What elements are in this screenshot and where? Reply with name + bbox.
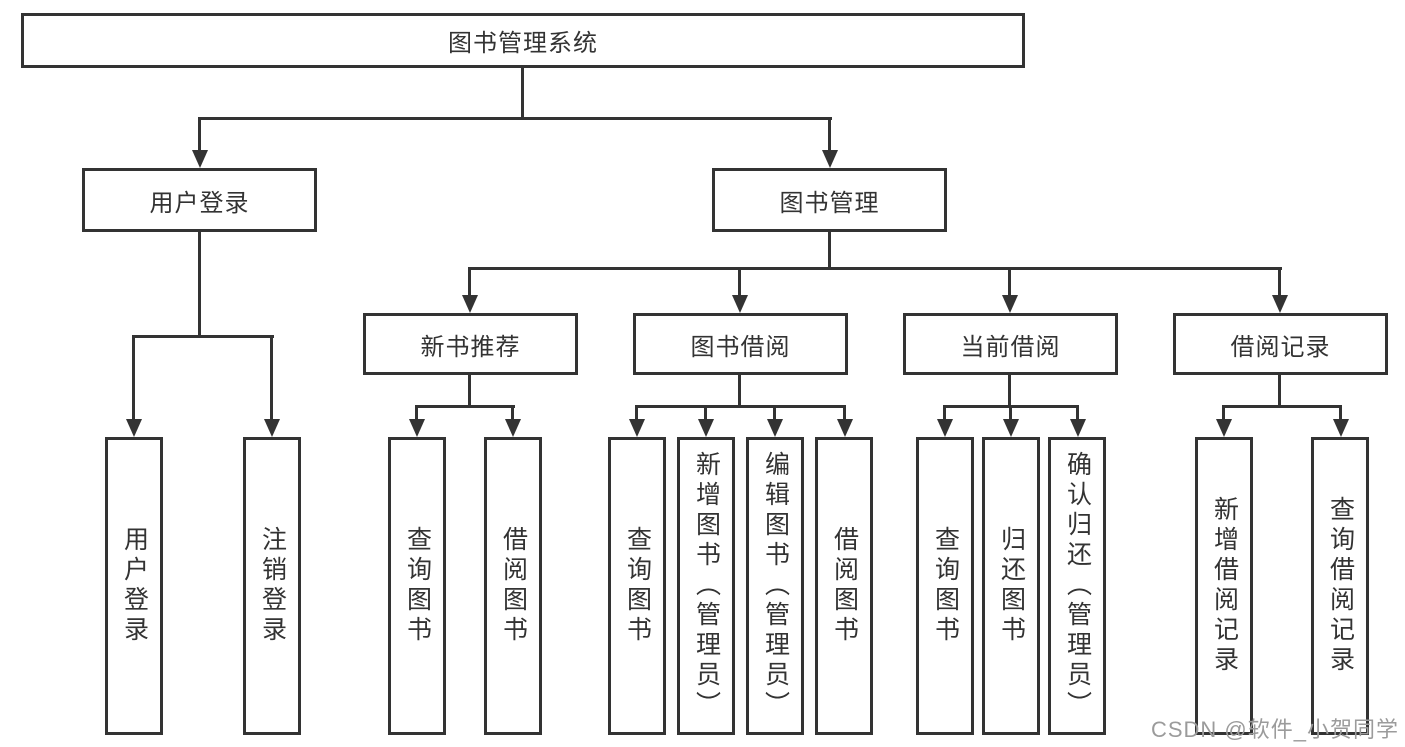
connector-line	[132, 335, 135, 421]
leaf-label: 查询图书	[931, 526, 960, 646]
connector-line	[415, 405, 418, 421]
arrowhead-down-icon	[837, 419, 853, 437]
arrowhead-down-icon	[1003, 419, 1019, 437]
arrowhead-down-icon	[1070, 419, 1086, 437]
arrowhead-down-icon	[698, 419, 714, 437]
leaf-label: 新增借阅记录	[1210, 496, 1239, 676]
leaf-confirm-return-admin: 确认归还（管理员）	[1048, 437, 1106, 735]
connector-line	[1076, 405, 1079, 421]
connector-line	[198, 117, 201, 152]
node-label: 图书借阅	[690, 333, 791, 361]
leaf-query-books: 查询图书	[608, 437, 666, 735]
watermark: CSDN @软件_小贺同学	[1150, 717, 1399, 742]
leaf-borrow-books: 借阅图书	[484, 437, 542, 735]
connector-line	[843, 405, 846, 421]
node-label: 图书管理系统	[448, 30, 598, 57]
connector-line	[635, 405, 638, 421]
leaf-add-books-admin: 新增图书（管理员）	[677, 437, 735, 735]
connector-line	[704, 405, 707, 421]
arrowhead-down-icon	[462, 295, 478, 313]
node-book-borrowing: 图书借阅	[633, 313, 848, 375]
arrowhead-down-icon	[767, 419, 783, 437]
arrowhead-down-icon	[822, 150, 838, 168]
connector-line	[738, 267, 741, 297]
connector-line	[270, 335, 273, 421]
connector-line	[521, 68, 524, 118]
connector-line	[738, 375, 741, 408]
leaf-label: 借阅图书	[830, 526, 859, 646]
node-label: 图书管理	[779, 189, 880, 217]
arrowhead-down-icon	[409, 419, 425, 437]
connector-line	[1008, 267, 1011, 297]
leaf-label: 确认归还（管理员）	[1063, 451, 1092, 721]
leaf-label: 查询借阅记录	[1326, 496, 1355, 676]
connector-line	[468, 267, 471, 297]
node-label: 当前借阅	[960, 333, 1061, 361]
leaf-edit-books-admin: 编辑图书（管理员）	[746, 437, 804, 735]
leaf-add-borrow-record: 新增借阅记录	[1195, 437, 1253, 735]
node-label: 用户登录	[149, 189, 250, 217]
connector-line	[635, 405, 846, 408]
arrowhead-down-icon	[192, 150, 208, 168]
arrowhead-down-icon	[732, 295, 748, 313]
leaf-label: 用户登录	[120, 526, 149, 646]
leaf-query-books: 查询图书	[916, 437, 974, 735]
leaf-label: 新增图书（管理员）	[692, 451, 721, 721]
leaf-return-books: 归还图书	[982, 437, 1040, 735]
connector-line	[828, 232, 831, 270]
connector-line	[1222, 405, 1342, 408]
leaf-label: 编辑图书（管理员）	[761, 451, 790, 721]
leaf-label: 查询图书	[403, 526, 432, 646]
node-current-borrowing: 当前借阅	[903, 313, 1118, 375]
leaf-query-borrow-record: 查询借阅记录	[1311, 437, 1369, 735]
leaf-label: 注销登录	[258, 526, 287, 646]
node-library-management-system: 图书管理系统	[21, 13, 1025, 68]
node-book-management: 图书管理	[712, 168, 947, 232]
connector-line	[1222, 405, 1225, 421]
node-label: 借阅记录	[1230, 333, 1331, 361]
arrowhead-down-icon	[505, 419, 521, 437]
connector-line	[828, 117, 831, 152]
node-label: 新书推荐	[420, 333, 521, 361]
leaf-user-login: 用户登录	[105, 437, 163, 735]
leaf-label: 借阅图书	[499, 526, 528, 646]
connector-line	[943, 405, 946, 421]
node-new-book-recommendation: 新书推荐	[363, 313, 578, 375]
leaf-logout: 注销登录	[243, 437, 301, 735]
arrowhead-down-icon	[126, 419, 142, 437]
connector-line	[468, 267, 1282, 270]
arrowhead-down-icon	[629, 419, 645, 437]
connector-line	[1008, 375, 1011, 408]
arrowhead-down-icon	[1002, 295, 1018, 313]
connector-line	[132, 335, 274, 338]
connector-line	[1278, 375, 1281, 408]
arrowhead-down-icon	[1216, 419, 1232, 437]
arrowhead-down-icon	[1333, 419, 1349, 437]
arrowhead-down-icon	[1272, 295, 1288, 313]
connector-line	[773, 405, 776, 421]
arrowhead-down-icon	[264, 419, 280, 437]
arrowhead-down-icon	[937, 419, 953, 437]
connector-line	[198, 232, 201, 338]
node-borrowing-records: 借阅记录	[1173, 313, 1388, 375]
leaf-label: 归还图书	[997, 526, 1026, 646]
connector-line	[1339, 405, 1342, 421]
connector-line	[415, 405, 515, 408]
connector-line	[511, 405, 514, 421]
leaf-label: 查询图书	[623, 526, 652, 646]
connector-line	[1278, 267, 1281, 297]
connector-line	[198, 117, 832, 120]
leaf-borrow-books: 借阅图书	[815, 437, 873, 735]
leaf-query-books: 查询图书	[388, 437, 446, 735]
node-user-login: 用户登录	[82, 168, 317, 232]
connector-line	[468, 375, 471, 408]
connector-line	[1009, 405, 1012, 421]
